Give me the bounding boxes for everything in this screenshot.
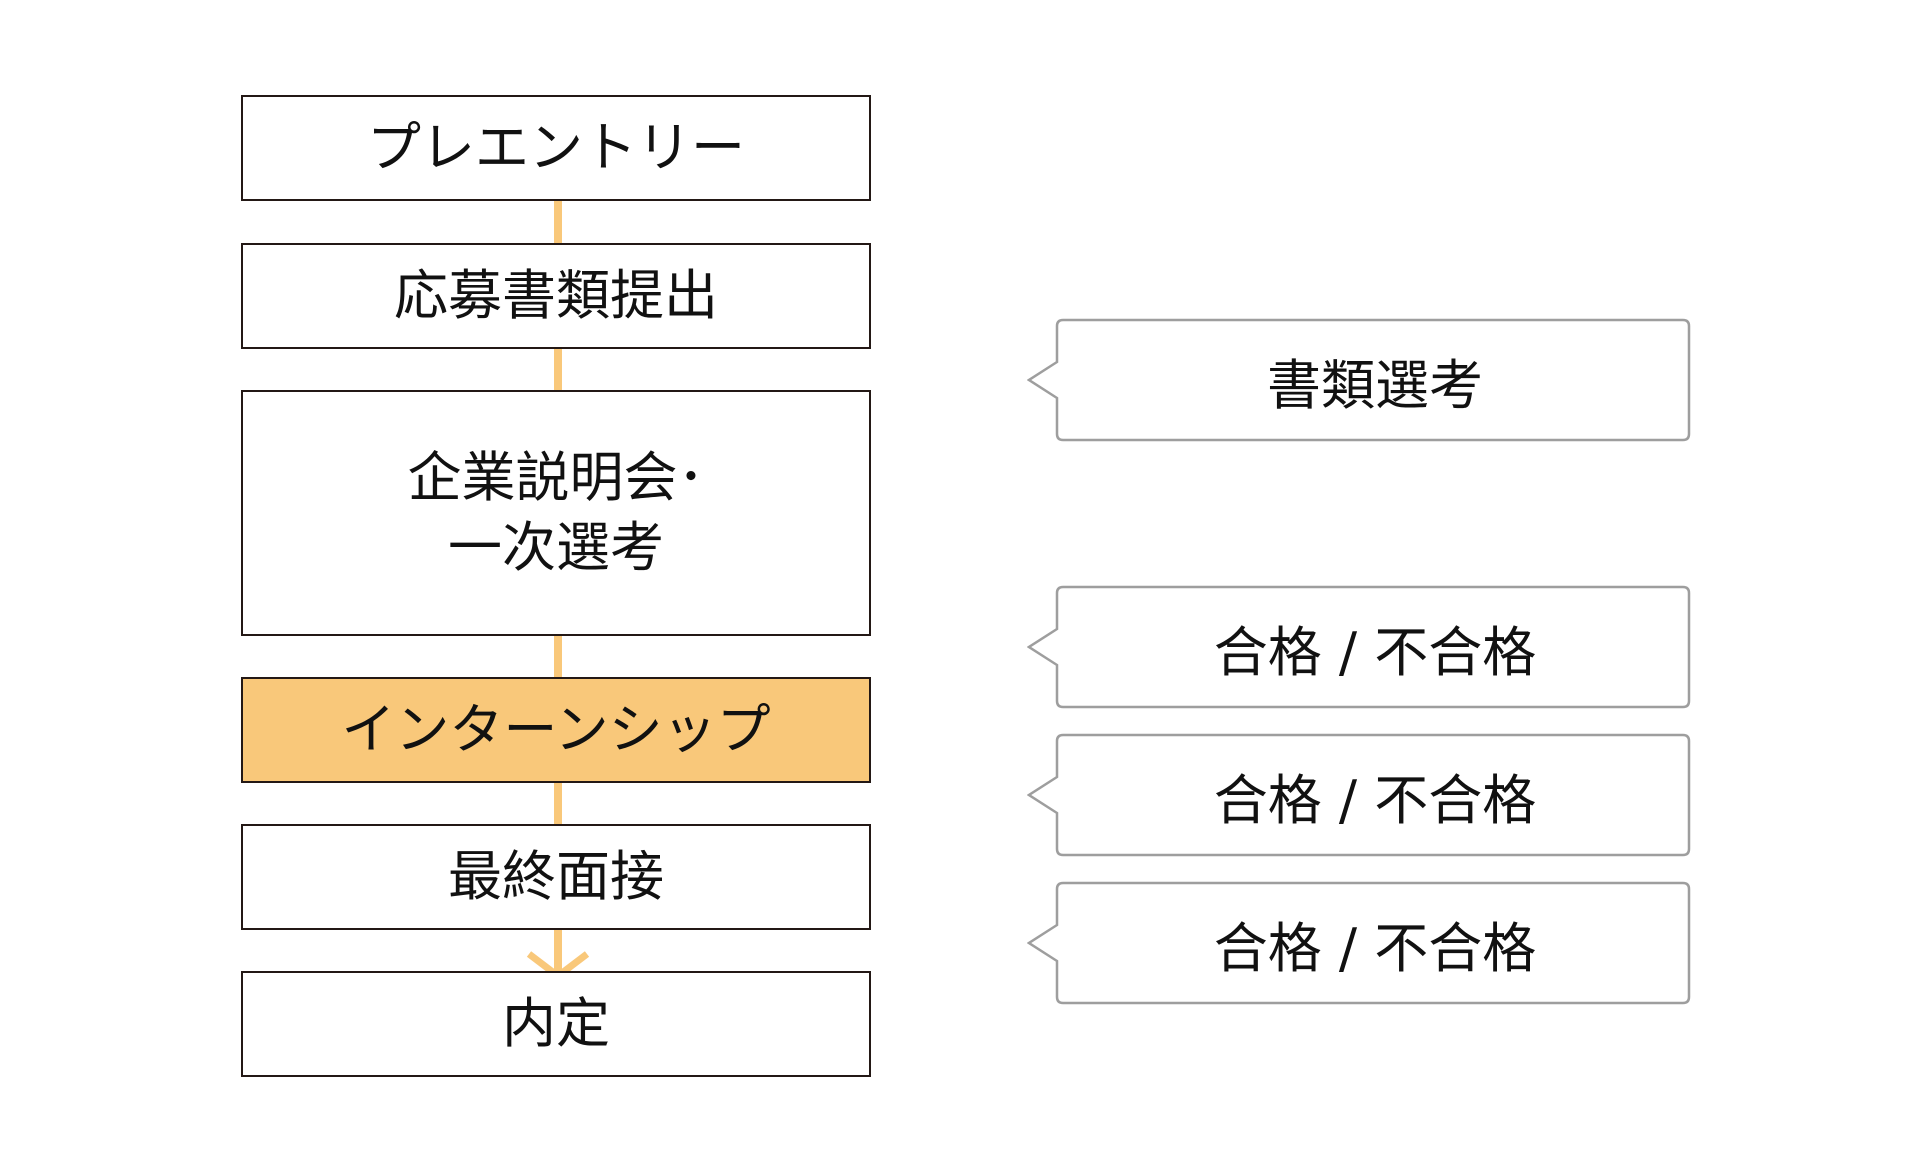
step-label: インターンシップ	[341, 697, 771, 761]
step-company-briefing-first-selection: 企業説明会･ 一次選考	[241, 390, 871, 636]
step-label: プレエントリー	[367, 115, 745, 179]
callout-shape	[1027, 318, 1691, 442]
flow-connector	[554, 783, 562, 825]
callout-result: 合格 / 不合格	[1027, 881, 1691, 1005]
flow-connector	[554, 930, 562, 972]
callout-label: 書類選考	[1267, 353, 1483, 417]
step-application-documents: 応募書類提出	[241, 243, 871, 349]
flow-connector	[554, 636, 562, 678]
step-internship: インターンシップ	[241, 677, 871, 783]
callout-result: 合格 / 不合格	[1027, 733, 1691, 857]
callout-label: 合格 / 不合格	[1213, 768, 1537, 832]
callout-shape	[1027, 585, 1691, 709]
callout-document-screening: 書類選考	[1027, 318, 1691, 442]
flow-connector	[554, 348, 562, 390]
step-pre-entry: プレエントリー	[241, 95, 871, 201]
step-label: 内定	[502, 991, 610, 1055]
flow-connector	[554, 201, 562, 243]
callout-label: 合格 / 不合格	[1213, 620, 1537, 684]
callout-result: 合格 / 不合格	[1027, 585, 1691, 709]
callout-label: 合格 / 不合格	[1213, 916, 1537, 980]
step-label: 最終面接	[448, 844, 664, 908]
callout-shape	[1027, 733, 1691, 857]
step-label: 企業説明会･ 一次選考	[407, 445, 705, 579]
step-offer: 内定	[241, 971, 871, 1077]
step-final-interview: 最終面接	[241, 824, 871, 930]
callout-shape	[1027, 881, 1691, 1005]
step-label: 応募書類提出	[394, 263, 718, 327]
